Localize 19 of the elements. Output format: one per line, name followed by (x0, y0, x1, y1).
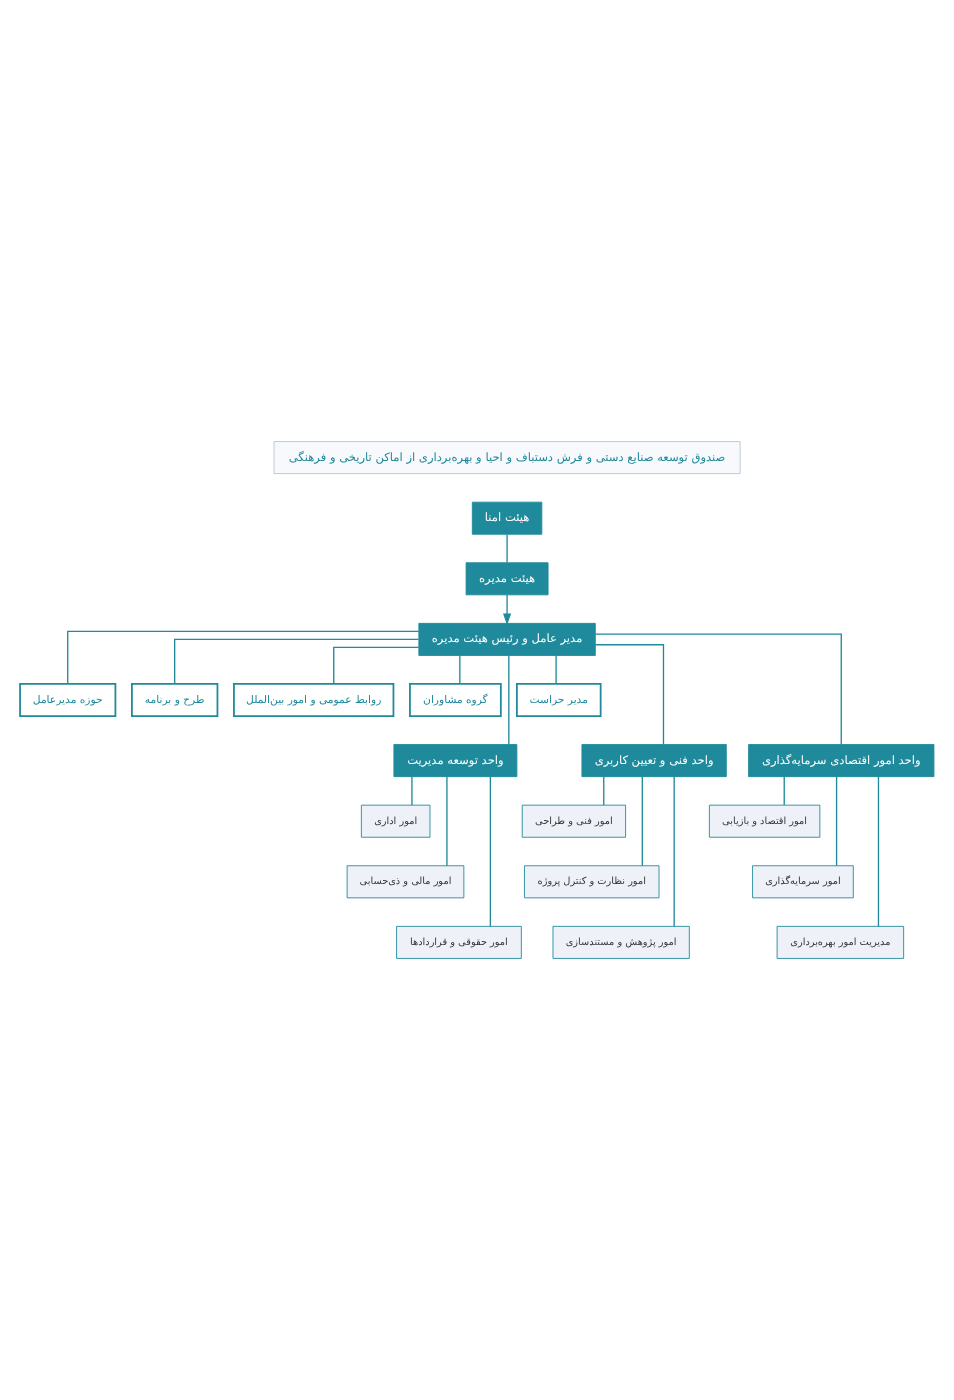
connector (411, 776, 413, 806)
connector (446, 776, 448, 867)
connector (508, 654, 510, 746)
connector (333, 646, 420, 685)
connector (603, 776, 605, 806)
connector (877, 776, 880, 927)
connector (673, 776, 675, 927)
connector (67, 630, 420, 685)
connector (783, 776, 785, 806)
arrow (503, 594, 512, 626)
connector (835, 776, 838, 867)
connector (489, 776, 492, 927)
connector (641, 776, 643, 867)
connector (174, 638, 420, 685)
connector (459, 654, 461, 685)
connector (594, 644, 665, 746)
connector (594, 633, 842, 745)
connector (555, 654, 557, 685)
connector (506, 533, 508, 564)
